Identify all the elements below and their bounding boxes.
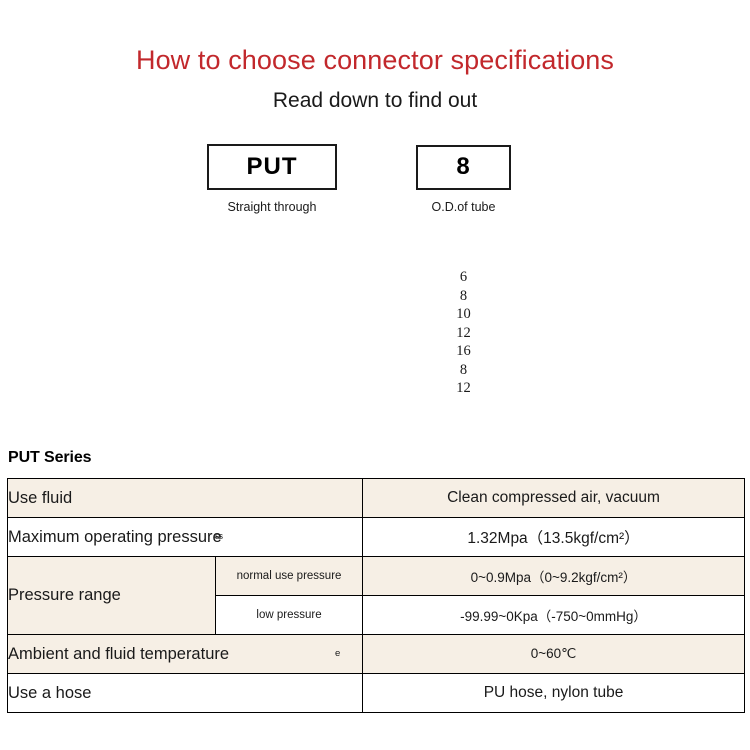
- code-selector-row: PUT Straight through 8 O.D.of tube: [0, 143, 750, 234]
- series-code-caption: Straight through: [227, 199, 317, 214]
- table-row: Use fluid Clean compressed air, vacuum: [6, 478, 746, 518]
- table-row: low pressure -99.99~0Kpa（-750~0mmHg）: [8, 595, 746, 635]
- row-label-text: Ambient and fluid temperature: [8, 644, 230, 663]
- tube-od-code-group: 8 O.D.of tube: [416, 144, 511, 214]
- list-item[interactable]: 10: [456, 306, 471, 322]
- series-code-box[interactable]: PUT: [207, 143, 337, 190]
- row-value-normal-use-pressure: 0~0.9Mpa（0~9.2kgf/cm²）: [362, 556, 746, 596]
- list-item[interactable]: 8: [459, 361, 468, 378]
- row-label-use-a-hose: Use a hose: [6, 673, 364, 713]
- specifications-table: Use fluid Clean compressed air, vacuum M…: [6, 478, 746, 713]
- row-value-low-pressure: -99.99~0Kpa（-750~0mmHg）: [362, 595, 746, 635]
- row-label-text: Maximum operating pressure: [8, 527, 222, 546]
- page-header: How to choose connector specifications R…: [0, 0, 750, 114]
- row-value-use-a-hose: PU hose, nylon tube: [362, 673, 746, 713]
- row-value-use-fluid: Clean compressed air, vacuum: [362, 478, 746, 518]
- stray-glyph-artifact: ss: [215, 531, 223, 541]
- row-sublabel-low-pressure: low pressure: [214, 595, 364, 635]
- row-label-ambient-fluid-temperature: Ambient and fluid temperature e: [6, 634, 364, 674]
- stray-glyph-artifact: e: [335, 648, 341, 659]
- table-row: Ambient and fluid temperature e 0~60℃: [6, 634, 746, 674]
- row-sublabel-normal-use-pressure: normal use pressure: [214, 556, 364, 596]
- table-row: Maximum operating pressure ss 1.32Mpa（13…: [6, 517, 746, 557]
- row-label-max-operating-pressure: Maximum operating pressure ss: [6, 517, 364, 557]
- row-label-use-fluid: Use fluid: [6, 478, 364, 518]
- list-item[interactable]: 8: [459, 287, 468, 304]
- tube-od-code-box[interactable]: 8: [416, 144, 511, 190]
- series-code-group: PUT Straight through: [207, 143, 337, 214]
- tube-od-code-caption: O.D.of tube: [431, 199, 496, 214]
- list-item[interactable]: 12: [456, 380, 471, 396]
- row-label-pressure-range: Pressure range: [7, 556, 216, 635]
- page-title: How to choose connector specifications: [135, 45, 615, 75]
- list-item[interactable]: 6: [459, 269, 468, 285]
- table-row: Use a hose PU hose, nylon tube: [6, 673, 746, 713]
- tube-od-option-list: 6 8 10 12 16 8 12: [416, 268, 511, 398]
- page-subtitle: Read down to find out: [272, 89, 478, 113]
- series-heading: PUT Series: [8, 449, 92, 466]
- list-item[interactable]: 16: [456, 343, 471, 359]
- row-value-ambient-fluid-temperature: 0~60℃: [362, 634, 746, 674]
- row-value-max-operating-pressure: 1.32Mpa（13.5kgf/cm²）: [362, 517, 746, 557]
- table-row: Pressure range normal use pressure 0~0.9…: [7, 556, 746, 635]
- list-item[interactable]: 12: [456, 324, 471, 341]
